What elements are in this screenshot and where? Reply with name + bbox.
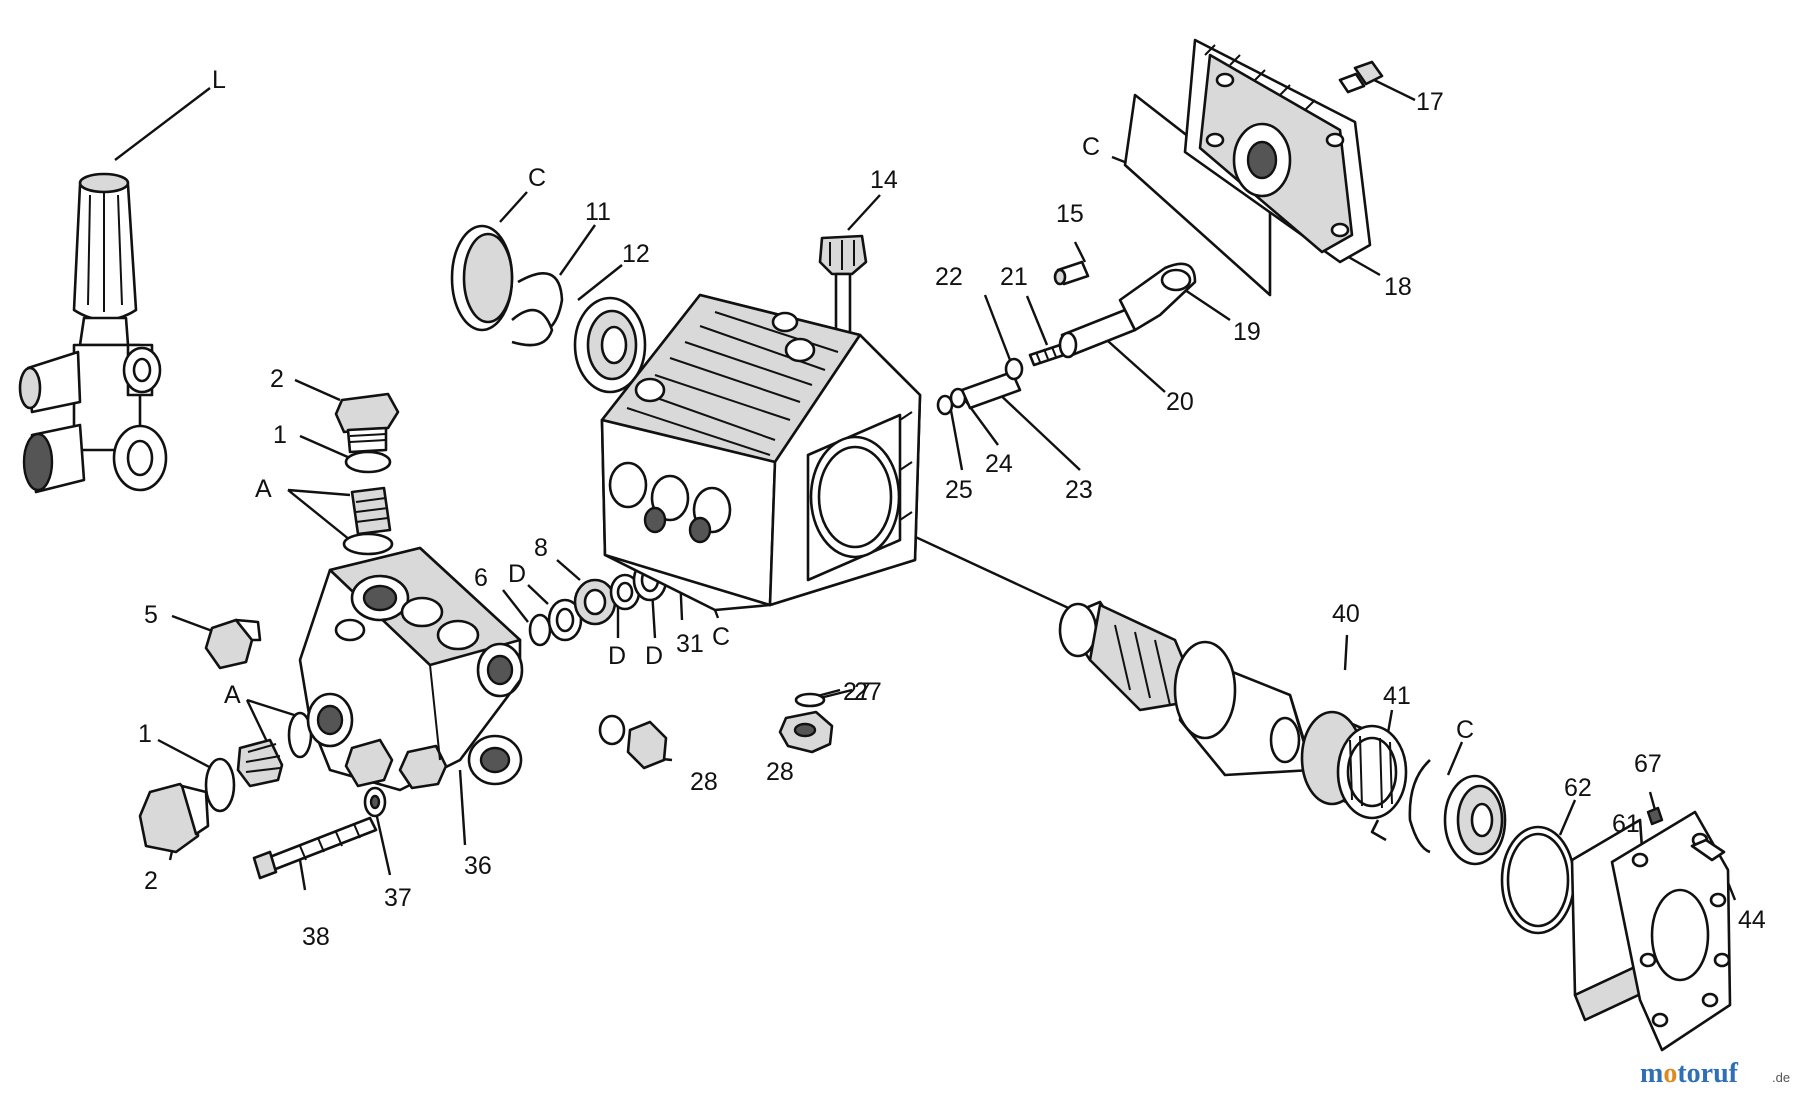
callout-label: 1	[273, 421, 287, 449]
callout-label: 37	[384, 884, 412, 912]
callout-label: 15	[1056, 200, 1084, 228]
crankshaft	[1058, 600, 1314, 777]
mounting-flange	[1500, 806, 1732, 1052]
callout-label: L	[212, 66, 226, 94]
callout-label: 31	[676, 630, 704, 658]
rear-cover	[1123, 38, 1384, 297]
callout-label: 20	[1166, 388, 1194, 416]
callout-labels: L 2 1 A 5 A 1 2 38 37 36 6 D 8 D D 31 C …	[138, 66, 1766, 951]
manifold-head	[298, 546, 524, 792]
callout-label: 61	[1612, 810, 1640, 838]
callout-label: D	[608, 642, 626, 670]
callout-label: 22	[935, 263, 963, 291]
callout-label: 62	[1564, 774, 1592, 802]
unloader-valve	[18, 172, 168, 494]
callout-label: D	[645, 642, 663, 670]
callout-label: 1	[138, 720, 152, 748]
callout-label: 38	[302, 923, 330, 951]
watermark-rest: toruf	[1677, 1058, 1738, 1089]
svg-text:.de: .de	[1772, 1070, 1790, 1085]
callout-label: 11	[585, 198, 611, 226]
main-bearing	[1300, 710, 1507, 866]
callout-label: 27	[843, 678, 871, 706]
callout-label: 2	[270, 365, 284, 393]
callout-label: 40	[1332, 600, 1360, 628]
callout-label: 5	[144, 601, 158, 629]
callout-label: 2	[144, 867, 158, 895]
callout-label: 12	[622, 240, 650, 268]
watermark-letter-m: m	[1640, 1058, 1663, 1089]
callout-label: 28	[766, 758, 794, 786]
callout-label: 18	[1384, 273, 1412, 301]
callout-label: 28	[690, 768, 718, 796]
callout-label: A	[255, 475, 272, 503]
callout-label: 8	[534, 534, 548, 562]
left-small-parts	[138, 392, 400, 880]
callout-label: C	[1456, 716, 1474, 744]
callout-label: 41	[1383, 682, 1411, 710]
callout-label: D	[508, 560, 526, 588]
callout-label: 67	[1634, 750, 1662, 778]
callout-label: 21	[1000, 263, 1028, 291]
callout-label: 27	[854, 678, 882, 706]
crank-seals	[450, 224, 647, 394]
callout-label: 19	[1233, 318, 1261, 346]
crankcase	[600, 293, 922, 612]
drain-plugs	[598, 692, 834, 770]
callout-label: 44	[1738, 906, 1766, 934]
callout-label: 17	[1416, 88, 1444, 116]
callout-label: 24	[985, 450, 1013, 478]
callout-label: 14	[870, 166, 898, 194]
piston-assembly	[936, 260, 1197, 416]
watermark-logo: motoruf .de	[1640, 1058, 1790, 1089]
svg-text:motoruf: motoruf	[1640, 1058, 1739, 1089]
callout-label: C	[1082, 133, 1100, 161]
callout-label: A	[224, 681, 241, 709]
callout-label: C	[528, 164, 546, 192]
watermark-letter-o: o	[1663, 1058, 1677, 1089]
callout-label: C	[712, 623, 730, 651]
callout-label: 25	[945, 476, 973, 504]
callout-label: 6	[474, 564, 488, 592]
callout-label: 23	[1065, 476, 1093, 504]
callout-label: 36	[464, 852, 492, 880]
